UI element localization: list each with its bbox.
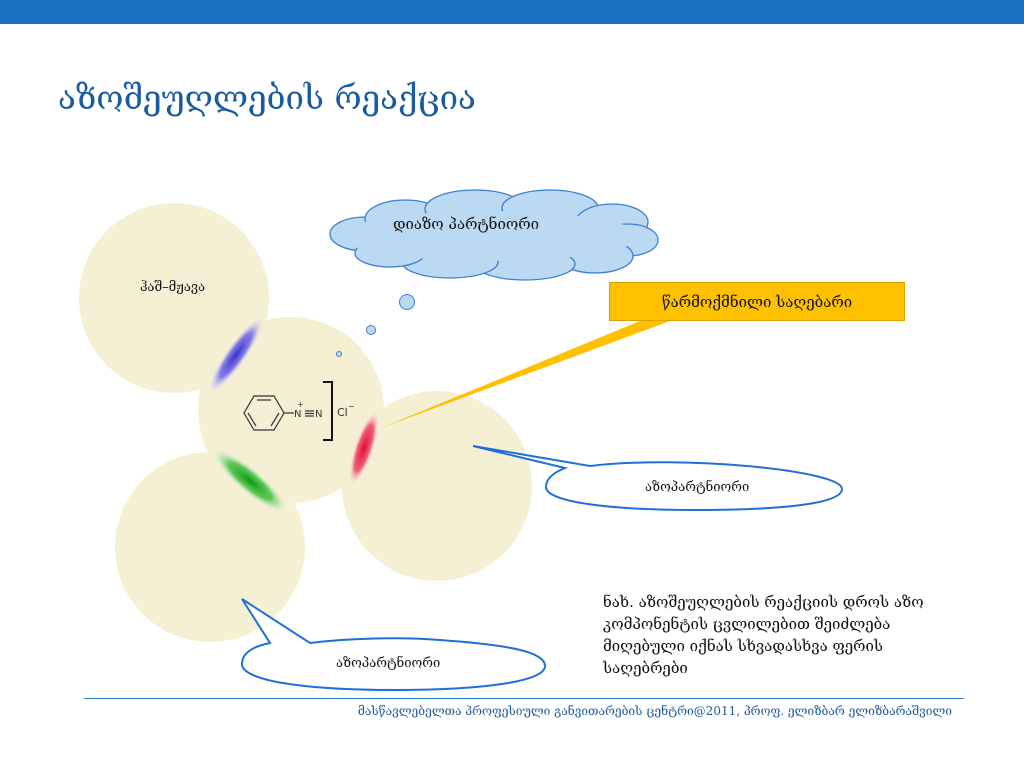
yellow-callout-box: წარმოქმნილი საღებარი (609, 282, 905, 321)
top-accent-bar (0, 0, 1024, 24)
plus-charge: + (297, 400, 304, 409)
nitrogen-label: N (315, 409, 322, 420)
thought-bubble-small (336, 351, 342, 357)
thought-bubble-large (399, 294, 415, 310)
red-overlap-lens (348, 409, 380, 487)
circle-right (342, 391, 532, 581)
circle-top (79, 203, 269, 393)
footer-credit: მასწავლებელთა პროფესიული განვითარების ცე… (357, 704, 952, 718)
bottom-speech-oval (240, 598, 547, 692)
minus-charge: − (348, 402, 355, 411)
nitrogen-plus-label: N (294, 409, 301, 420)
bottom-oval-label: აზოპარტნიორი (336, 656, 441, 671)
slide-title: აზოშეუღლების რეაქცია (58, 78, 476, 117)
blue-overlap-lens (207, 315, 265, 395)
cloud-label: დიაზო პარტნიორი (393, 215, 539, 233)
circle-bottom (115, 452, 305, 642)
yellow-callout-label: წარმოქმნილი საღებარი (661, 292, 853, 311)
circle-center (198, 317, 384, 503)
footer-divider (84, 698, 964, 699)
figure-note: ნახ. აზოშეუღლების რეაქციის დროს აზო კომპ… (603, 593, 924, 677)
thought-cloud (329, 189, 659, 357)
diazonium-structure (243, 381, 333, 441)
right-speech-oval (472, 445, 844, 512)
green-overlap-lens (210, 447, 290, 515)
right-oval-label: აზოპარტნიორი (645, 480, 750, 495)
thought-bubble-medium (366, 325, 376, 335)
top-circle-label: ჰაშ–მჟავა (140, 280, 206, 295)
chloride-label: Cl (337, 406, 348, 419)
yellow-callout-pointer (381, 321, 670, 428)
